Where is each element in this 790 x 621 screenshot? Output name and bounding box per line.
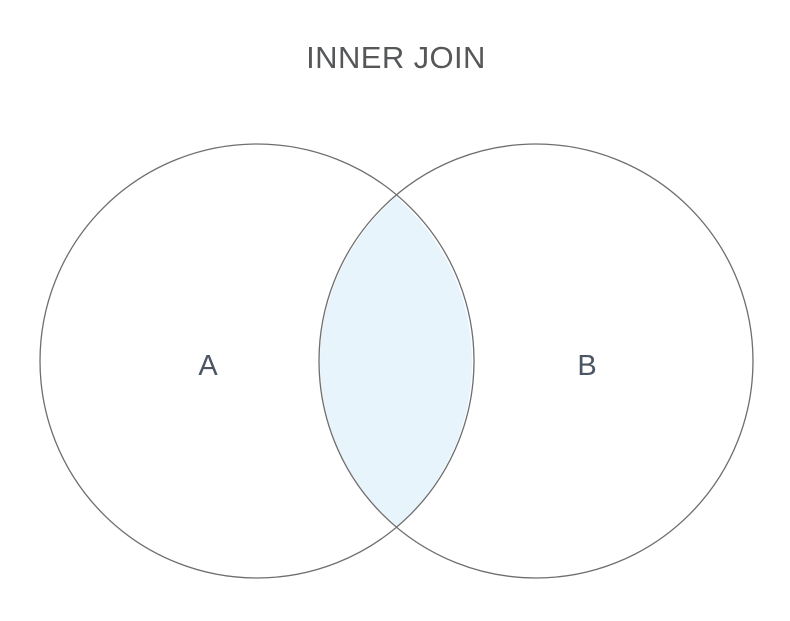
set-b-circle — [318, 143, 754, 579]
intersection-region — [319, 197, 473, 527]
set-a-circle — [39, 143, 475, 579]
set-b-label: B — [577, 350, 596, 382]
diagram-title: INNER JOIN — [306, 40, 486, 75]
set-a-label: A — [198, 350, 218, 382]
